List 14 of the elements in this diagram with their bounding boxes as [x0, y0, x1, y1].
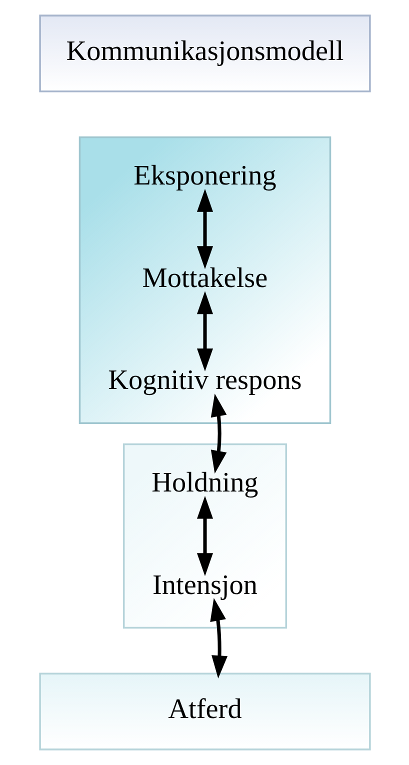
node-text: Intensjon — [152, 570, 258, 601]
node-text: Kognitiv respons — [108, 365, 302, 396]
cluster — [122, 443, 287, 629]
node-box: Kommunikasjonsmodell — [38, 14, 370, 92]
node-text: Eksponering — [133, 160, 276, 192]
arrow — [196, 496, 213, 576]
arrow — [210, 598, 228, 679]
node-text: Holdning — [151, 468, 258, 499]
node-box: Atferd — [38, 672, 370, 750]
arrow — [210, 394, 226, 474]
arrow — [196, 188, 213, 270]
arrow — [196, 291, 213, 372]
cluster — [78, 136, 331, 424]
node-text: Mottakelse — [142, 262, 268, 294]
